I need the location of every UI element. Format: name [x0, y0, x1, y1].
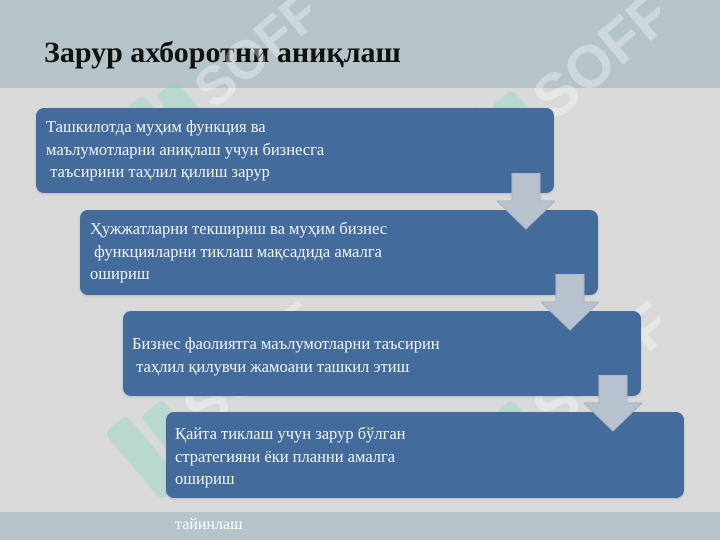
down-arrow-icon: [541, 274, 599, 331]
down-arrow-icon: [584, 375, 642, 432]
process-step-2: Ҳужжатларни текшириш ва муҳим бизнес фун…: [80, 210, 598, 295]
slide-title: Зарур ахборотни аниқлаш: [44, 36, 401, 69]
header-band: [0, 0, 720, 88]
process-step-3: Бизнес фаолиятга маълумотларни таъсирин …: [123, 311, 641, 396]
watermark-text: SOFF: [183, 0, 310, 119]
process-step-1: Ташкилотда муҳим функция ва маълумотларн…: [36, 108, 554, 193]
process-step-4: Қайта тиклаш учун зарур бўлган стратегия…: [166, 412, 684, 498]
overflow-text: тайинлаш: [175, 516, 243, 533]
down-arrow-icon: [497, 173, 555, 230]
footer-band: [0, 512, 720, 540]
